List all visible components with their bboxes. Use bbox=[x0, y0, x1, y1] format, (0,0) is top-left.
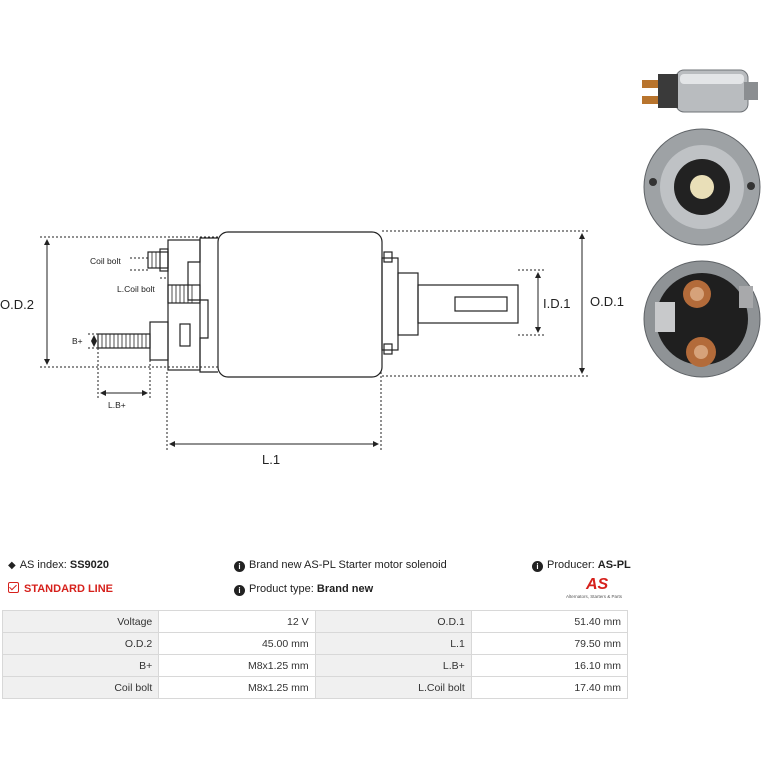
od1-label: O.D.1 bbox=[590, 294, 624, 309]
product-type-value: Brand new bbox=[316, 583, 374, 595]
spec-value: 12 V bbox=[158, 610, 316, 633]
lb-plus-label: L.B+ bbox=[108, 400, 126, 410]
spec-key: L.1 bbox=[314, 632, 472, 655]
spec-key: B+ bbox=[1, 654, 160, 677]
description: i Brand new AS-PL Starter motor solenoid bbox=[234, 558, 447, 572]
as-pl-logo: AS Alternators, Starters & Parts bbox=[566, 576, 630, 602]
as-index-value: SS9020 bbox=[69, 559, 110, 571]
spec-value: 79.50 mm bbox=[470, 632, 629, 655]
spec-value: 45.00 mm bbox=[158, 632, 316, 655]
spec-value: M8x1.25 mm bbox=[158, 676, 316, 699]
l-coil-bolt-label: L.Coil bolt bbox=[117, 284, 155, 294]
solenoid-side-photo bbox=[642, 69, 758, 113]
as-index-label: AS index: bbox=[19, 559, 67, 571]
spec-key: L.Coil bolt bbox=[314, 676, 472, 699]
product-type: i Product type: Brand new bbox=[234, 582, 373, 596]
spec-value: M8x1.25 mm bbox=[158, 654, 316, 677]
spec-key: O.D.1 bbox=[314, 610, 472, 633]
standard-line-label: STANDARD LINE bbox=[24, 583, 114, 595]
spec-key: L.B+ bbox=[314, 654, 472, 677]
solenoid-rear-photo bbox=[643, 128, 761, 246]
l1-label: L.1 bbox=[262, 452, 280, 467]
solenoid-front-photo bbox=[643, 260, 761, 378]
producer-value: AS-PL bbox=[597, 559, 631, 571]
b-plus-label: B+ bbox=[72, 336, 83, 346]
coil-bolt-label: Coil bolt bbox=[90, 256, 121, 266]
tag-icon: ◆ bbox=[8, 560, 16, 571]
solenoid-dimension-drawing: O.D.2 O.D.1 I.D.1 L.1 Coil bolt L.Coil b… bbox=[0, 230, 624, 467]
check-icon bbox=[8, 582, 19, 593]
od2-label: O.D.2 bbox=[0, 297, 34, 312]
info-icon: i bbox=[532, 561, 543, 572]
logo-brand: AS bbox=[586, 576, 609, 593]
spec-key: O.D.2 bbox=[1, 632, 160, 655]
spec-value: 51.40 mm bbox=[470, 610, 629, 633]
producer-label: Producer: bbox=[547, 559, 595, 571]
product-type-label: Product type: bbox=[249, 583, 314, 595]
standard-line: STANDARD LINE bbox=[8, 582, 113, 596]
description-text: Brand new AS-PL Starter motor solenoid bbox=[249, 559, 447, 571]
producer: i Producer: AS-PL bbox=[532, 558, 631, 572]
spec-value: 17.40 mm bbox=[470, 676, 629, 699]
info-icon: i bbox=[234, 561, 245, 572]
info-icon: i bbox=[234, 585, 245, 596]
id1-label: I.D.1 bbox=[543, 296, 570, 311]
as-index: ◆AS index: SS9020 bbox=[8, 558, 109, 573]
spec-key: Coil bolt bbox=[1, 676, 160, 699]
logo-tagline: Alternators, Starters & Parts bbox=[566, 594, 623, 599]
spec-value: 16.10 mm bbox=[470, 654, 629, 677]
spec-key: Voltage bbox=[1, 610, 160, 633]
